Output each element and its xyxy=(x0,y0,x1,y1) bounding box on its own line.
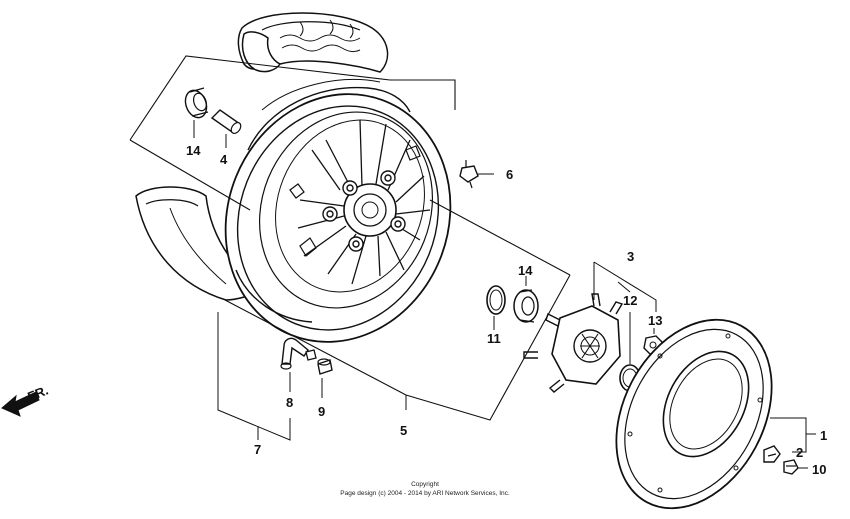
copyright-line-1: Copyright xyxy=(411,481,439,488)
air-valve-angled xyxy=(280,337,317,392)
exploded-boundary-lines xyxy=(129,55,571,421)
group-bracket-7 xyxy=(217,312,291,441)
group-bracket-3 xyxy=(593,261,657,312)
callout-12-o-ring: 12 xyxy=(623,293,637,308)
o-ring-11 xyxy=(486,285,506,330)
bearing-left xyxy=(184,87,209,138)
callout-5-wheel: 5 xyxy=(400,423,407,438)
wheel-hub xyxy=(289,119,431,285)
tire-lower-section xyxy=(135,186,264,301)
callout-6-clip: 6 xyxy=(506,167,513,182)
spacer-collar xyxy=(210,109,242,148)
callout-1-cover: 1 xyxy=(820,428,827,443)
screw-10 xyxy=(783,459,808,475)
bearing-right xyxy=(513,276,539,323)
callout-9-valve-cap: 9 xyxy=(318,404,325,419)
callout-10-screw: 10 xyxy=(812,462,826,477)
front-direction-arrow-icon xyxy=(1,391,40,417)
valve-cap xyxy=(317,358,333,398)
bolt-2 xyxy=(763,445,781,463)
driven-flange xyxy=(523,262,624,393)
callout-3-flange: 3 xyxy=(627,249,634,264)
group-bracket-1 xyxy=(770,417,816,453)
tire-upper-section xyxy=(237,12,389,73)
callout-8-valve: 8 xyxy=(286,395,293,410)
copyright-line-2: Page design (c) 2004 - 2014 by ARI Netwo… xyxy=(340,490,510,497)
callout-13-nut: 13 xyxy=(648,313,662,328)
callout-14-bearing-right: 14 xyxy=(518,263,533,278)
callout-11-o-ring: 11 xyxy=(487,331,501,346)
front-direction-label: FR. xyxy=(25,383,50,405)
callout-4-spacer: 4 xyxy=(220,152,228,167)
callout-7-valve-assy: 7 xyxy=(254,442,261,457)
clip-part xyxy=(459,160,494,189)
callout-14-bearing-left: 14 xyxy=(186,143,201,158)
callout-2-bolt: 2 xyxy=(796,445,803,460)
wheel-cover-disc xyxy=(615,318,773,510)
